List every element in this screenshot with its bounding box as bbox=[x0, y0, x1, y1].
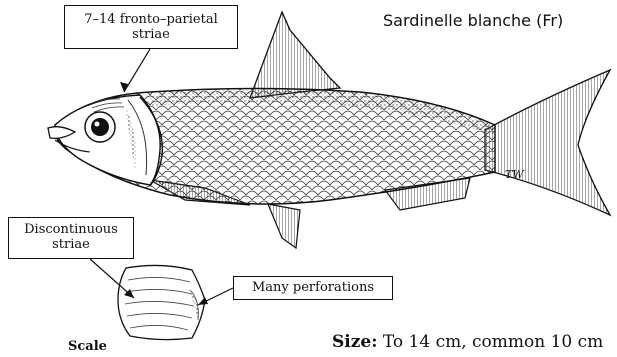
discontinuous-line2: striae bbox=[15, 237, 127, 252]
discontinuous-line1: Discontinuous bbox=[15, 222, 127, 237]
discontinuous-striae-callout: Discontinuous striae bbox=[8, 217, 134, 259]
size-label: Size: bbox=[332, 332, 377, 352]
scale-label: Scale bbox=[68, 339, 107, 354]
dorsal-fin bbox=[250, 12, 340, 98]
arrow-fronto-parietal bbox=[124, 49, 150, 92]
fronto-parietal-line2: striae bbox=[71, 27, 231, 42]
perforations-callout: Many perforations bbox=[233, 276, 393, 300]
size-info: Size: To 14 cm, common 10 cm bbox=[332, 332, 603, 352]
common-name: Sardinelle blanche (Fr) bbox=[383, 11, 563, 30]
size-value: To 14 cm, common 10 cm bbox=[383, 332, 603, 352]
artist-signature: TW bbox=[505, 168, 525, 181]
pelvic-fin bbox=[268, 204, 300, 248]
scale-drawing bbox=[118, 265, 205, 339]
caudal-fin bbox=[485, 70, 610, 215]
fronto-parietal-line1: 7–14 fronto–parietal bbox=[71, 12, 231, 27]
fronto-parietal-callout: 7–14 fronto–parietal striae bbox=[64, 5, 238, 49]
